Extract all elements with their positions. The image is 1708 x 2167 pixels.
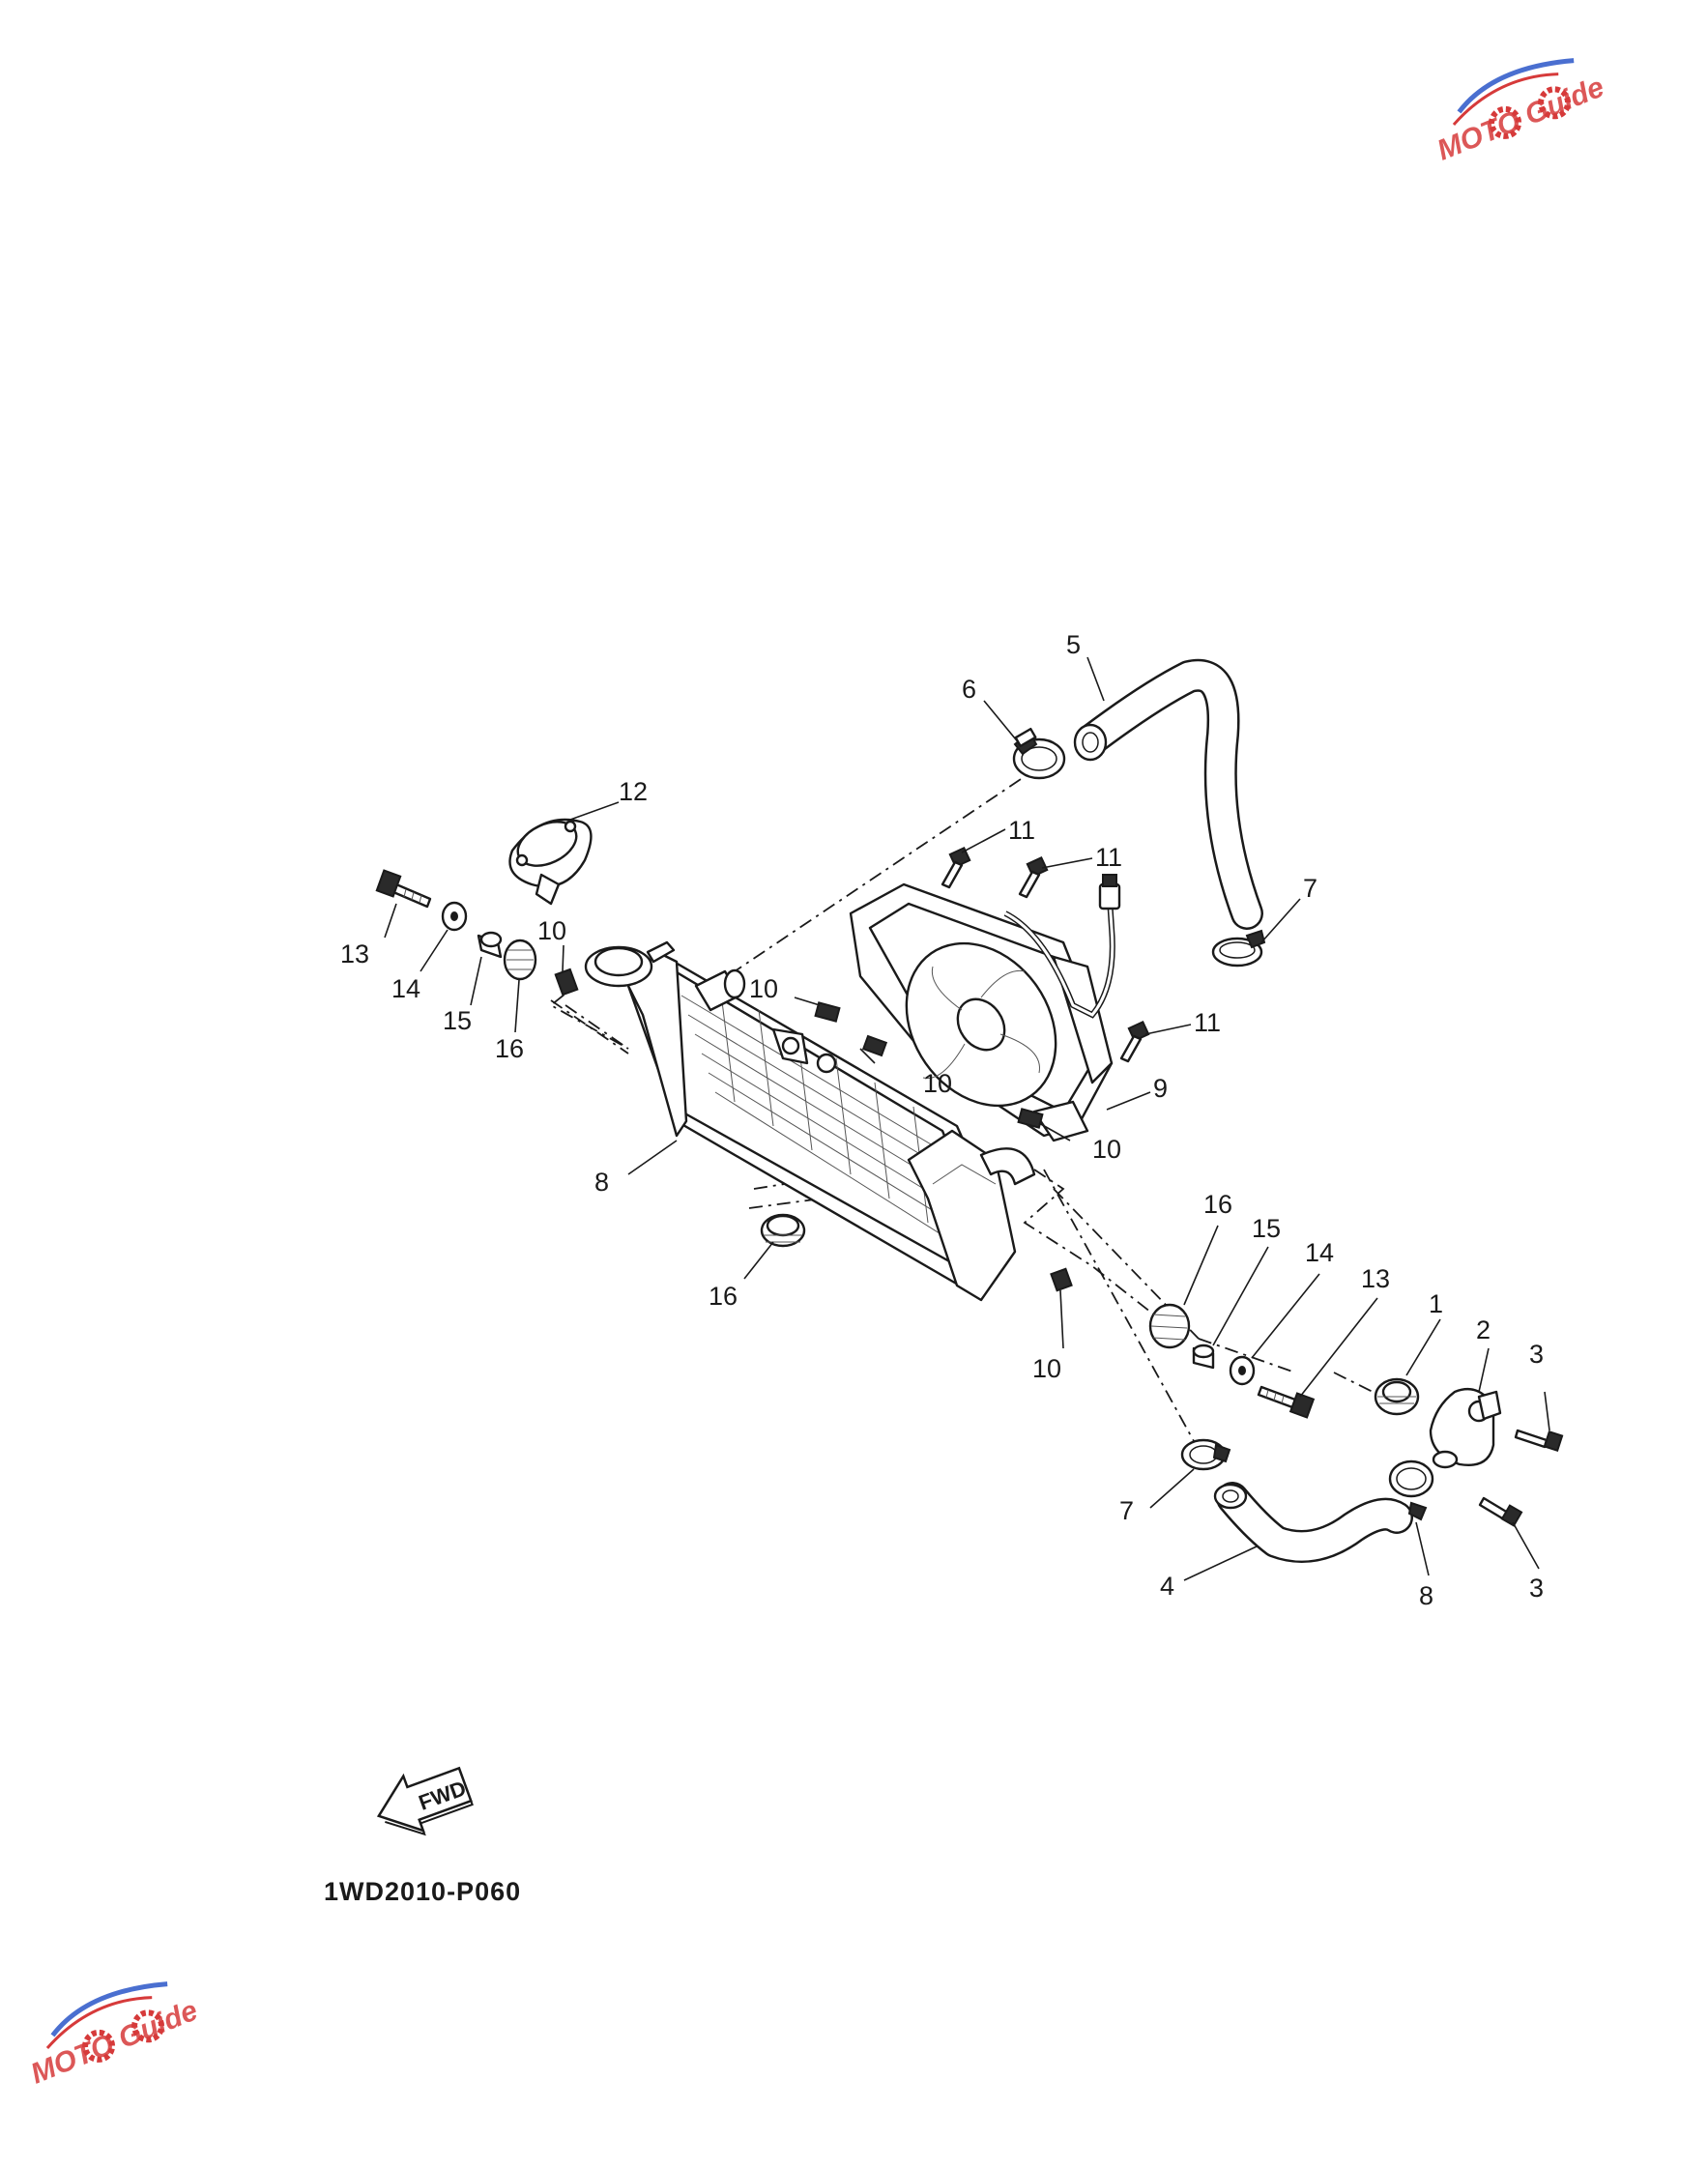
nut-10-d — [1017, 1108, 1044, 1129]
callout-1: 1 — [1429, 1289, 1443, 1318]
callout-7-upper: 7 — [1303, 874, 1317, 903]
bolt-3-upper — [1514, 1429, 1564, 1453]
leader-lines — [384, 656, 1550, 1581]
watermark-logo-bottom: MOTO Guide — [26, 1981, 202, 2091]
callout-5: 5 — [1066, 630, 1081, 659]
callout-2: 2 — [1476, 1315, 1491, 1344]
nut-10-e — [1050, 1267, 1073, 1292]
callout-6-upper: 6 — [962, 675, 976, 704]
callout-16-bottom: 16 — [709, 1282, 738, 1311]
callout-16-left: 16 — [495, 1034, 524, 1063]
bolt-13-left — [375, 869, 432, 909]
callout-15-right: 15 — [1252, 1214, 1281, 1243]
bolt-3-lower — [1478, 1496, 1523, 1527]
callout-10-c: 10 — [923, 1069, 952, 1098]
callout-10-b: 10 — [749, 974, 778, 1003]
grommet-16-bottom — [760, 1213, 806, 1248]
callout-13-left: 13 — [340, 939, 369, 968]
hose-upper — [1073, 658, 1263, 930]
grommet-16-left — [503, 939, 537, 981]
callout-15-left: 15 — [443, 1006, 472, 1035]
radiator-cap — [508, 818, 593, 906]
bolt-11-a — [941, 846, 971, 889]
callout-13-right: 13 — [1361, 1264, 1390, 1293]
nut-10-c — [861, 1034, 888, 1057]
clip-clamp-lower — [1388, 1459, 1434, 1521]
callout-14-left: 14 — [391, 974, 420, 1003]
callout-3-upper: 3 — [1529, 1340, 1544, 1369]
callout-11-a: 11 — [1008, 816, 1035, 845]
watermark-logo-top: MOTO Guide — [1433, 58, 1608, 167]
callout-11-c: 11 — [1194, 1008, 1221, 1037]
washer-14-left — [441, 901, 468, 932]
bolt-11-b — [1018, 855, 1049, 899]
nut-10-a — [554, 968, 579, 997]
thermostat-cover — [1429, 1387, 1502, 1469]
hose-clamp-lower — [1180, 1438, 1231, 1471]
callout-6-lower: 7 — [1119, 1496, 1134, 1525]
callout-4: 4 — [1160, 1572, 1174, 1601]
hose-lower — [1213, 1482, 1413, 1563]
fan-assembly — [849, 874, 1121, 1142]
callout-12: 12 — [619, 777, 648, 806]
washer-14-right — [1229, 1355, 1256, 1386]
drawing-code: 1WD2010-P060 — [324, 1877, 522, 1906]
callouts: 5 6 12 11 11 7 13 14 15 16 10 10 11 10 9… — [340, 630, 1544, 1610]
thermostat — [1374, 1377, 1420, 1416]
callout-10-d: 10 — [1092, 1135, 1121, 1164]
bolt-11-c — [1119, 1020, 1150, 1063]
callout-9: 9 — [1153, 1074, 1168, 1103]
callout-10-e: 10 — [1032, 1354, 1061, 1383]
callout-16-right: 16 — [1203, 1190, 1232, 1219]
bolt-13-right — [1257, 1385, 1316, 1419]
hose-clamp-upper — [1012, 727, 1066, 780]
fwd-arrow-icon: FWD — [376, 1766, 474, 1836]
collar-15-left — [477, 931, 503, 959]
callout-8: 8 — [594, 1168, 609, 1197]
nut-10-b — [814, 1001, 841, 1023]
callout-11-b: 11 — [1095, 843, 1122, 872]
collar-15-right — [1192, 1344, 1215, 1370]
callout-3-lower: 3 — [1529, 1574, 1544, 1603]
callout-7-lower: 8 — [1419, 1581, 1433, 1610]
grommet-16-right — [1148, 1303, 1191, 1349]
radiator — [584, 940, 1036, 1302]
clip-clamp-upper — [1211, 929, 1266, 968]
callout-10-a: 10 — [537, 916, 566, 945]
callout-14-right: 14 — [1305, 1238, 1334, 1267]
